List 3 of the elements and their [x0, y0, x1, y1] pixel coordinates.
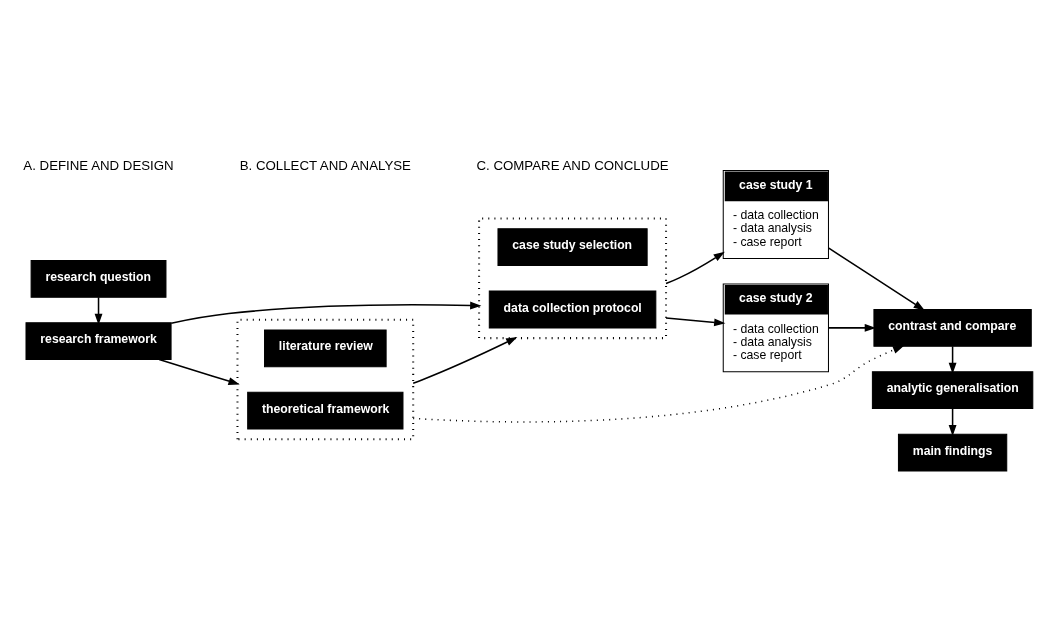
label: C. COMPARE AND CONCLUDE [476, 157, 669, 173]
label: A. DEFINE AND DESIGN [23, 157, 174, 173]
label: B. COLLECT AND ANALYSE [239, 157, 411, 173]
